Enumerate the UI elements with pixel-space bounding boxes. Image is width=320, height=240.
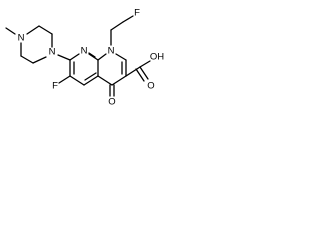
bond-l2	[69, 75, 85, 86]
bond-acid-c	[125, 66, 141, 77]
bond-pip-5	[20, 55, 34, 64]
atom-oh-acid: OH	[150, 52, 164, 63]
bond-acid-oh	[139, 60, 151, 68]
bond-l3-inner	[84, 72, 97, 81]
bond-l5-inner	[88, 52, 96, 58]
bond-pip-1	[26, 25, 40, 35]
bond-chain-2	[110, 21, 124, 31]
atom-f-ring: F	[52, 81, 58, 92]
carboxylic-acid-group	[125, 60, 151, 82]
bond-l5	[88, 53, 99, 61]
bond-chain-3	[122, 15, 134, 23]
keto-group	[109, 84, 115, 97]
atom-n-piperazine-aryl: N	[49, 47, 56, 58]
bond-methyl	[5, 27, 16, 35]
bond-acid-co-a	[139, 66, 149, 80]
bond-r4	[111, 75, 127, 86]
bond-pip-4	[32, 56, 47, 64]
quinolone-ring	[97, 53, 127, 86]
bond-l3	[83, 75, 99, 86]
chemical-structure-diagram: N N F N N F O O OH	[5, 8, 164, 108]
bond-pip-aryl	[57, 54, 71, 61]
bond-r5	[97, 75, 113, 86]
fluoroethyl-chain	[110, 15, 134, 46]
bond-acid-co-b	[135, 68, 145, 82]
atom-n-pyridine: N	[81, 46, 88, 57]
atom-n-methyl: N	[18, 33, 25, 44]
bond-r2	[115, 53, 127, 61]
atom-f-ethyl: F	[134, 8, 140, 19]
pyridine-ring	[69, 52, 99, 86]
bond-ring-f	[58, 75, 71, 84]
atom-n-quinolone: N	[108, 46, 115, 57]
bond-pip-2	[38, 25, 53, 35]
atom-o-keto: O	[108, 97, 115, 108]
bond-r1	[97, 53, 107, 61]
bond-l6	[69, 53, 80, 61]
piperazine-ring	[5, 25, 53, 64]
atom-o-acid-carbonyl: O	[147, 81, 154, 92]
